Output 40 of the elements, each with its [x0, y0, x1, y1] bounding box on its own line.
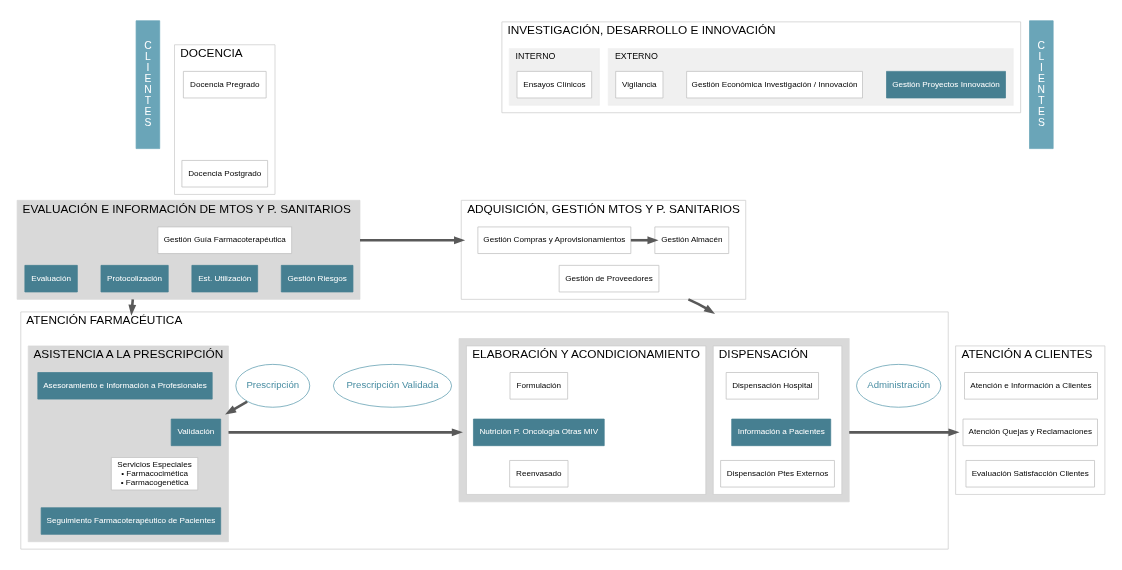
node-box: Nutrición P. Oncología Otras MIV: [473, 418, 605, 446]
node-box: Información a Pacientes: [731, 418, 832, 446]
node-box: Est. Utilización: [191, 264, 258, 292]
node-box: Ensayos Clínicos: [516, 70, 593, 98]
arrow: [849, 427, 960, 436]
arrow: [228, 427, 463, 436]
node-box: Validación: [170, 418, 222, 446]
node-box: Dispensación Hospital: [725, 371, 819, 399]
node-box: Gestión de Proveedores: [558, 264, 660, 292]
arrow: [128, 298, 137, 316]
arrow: [360, 235, 466, 244]
arrow: [225, 399, 248, 415]
node-box: Gestión Guía Farmacoterapéutica: [157, 226, 292, 254]
node-box: Reenvasado: [509, 459, 569, 487]
node-ellipse: Prescripción: [235, 363, 311, 408]
node-box: CLIENTES: [1029, 19, 1054, 149]
node-box: Servicios Especiales • Farmacocimética • Farmacogenética: [110, 456, 199, 490]
node-box: Gestión Proyectos Innovación: [886, 70, 1006, 98]
node-box: Docencia Pregrado: [183, 70, 267, 98]
node-box: Docencia Postgrado: [181, 159, 268, 187]
node-box: CLIENTES: [135, 19, 161, 149]
node-box: Asesoramiento e Información a Profesionales: [37, 371, 213, 399]
node-box: Evaluación: [24, 264, 78, 292]
node-box: Formulación: [509, 371, 568, 399]
node-box: Protocolización: [100, 264, 169, 292]
node-box: Seguimiento Farmacoterapéutico de Pacientes: [40, 506, 222, 535]
node-box: Atención Quejas y Reclamaciones: [962, 418, 1098, 446]
node-ellipse: Administración: [856, 363, 942, 408]
node-ellipse: Prescripción Validada: [333, 363, 452, 408]
cluster: [458, 337, 850, 502]
node-box: Dispensación Ptes Externos: [720, 459, 835, 487]
node-box: Evaluación Satisfacción Clientes: [965, 459, 1095, 487]
node-box: Gestión Almacén: [654, 226, 730, 254]
node-box: Vigilancia: [615, 70, 664, 98]
node-box: Gestión Compras y Aprovisionamientos: [477, 226, 632, 254]
node-box: Atención e Información a Clientes: [964, 371, 1098, 399]
arrow: [687, 297, 716, 314]
arrow: [630, 235, 659, 244]
node-box: Gestión Riesgos: [280, 264, 354, 292]
node-box: Gestión Económica Investigación / Innovación: [686, 70, 863, 98]
